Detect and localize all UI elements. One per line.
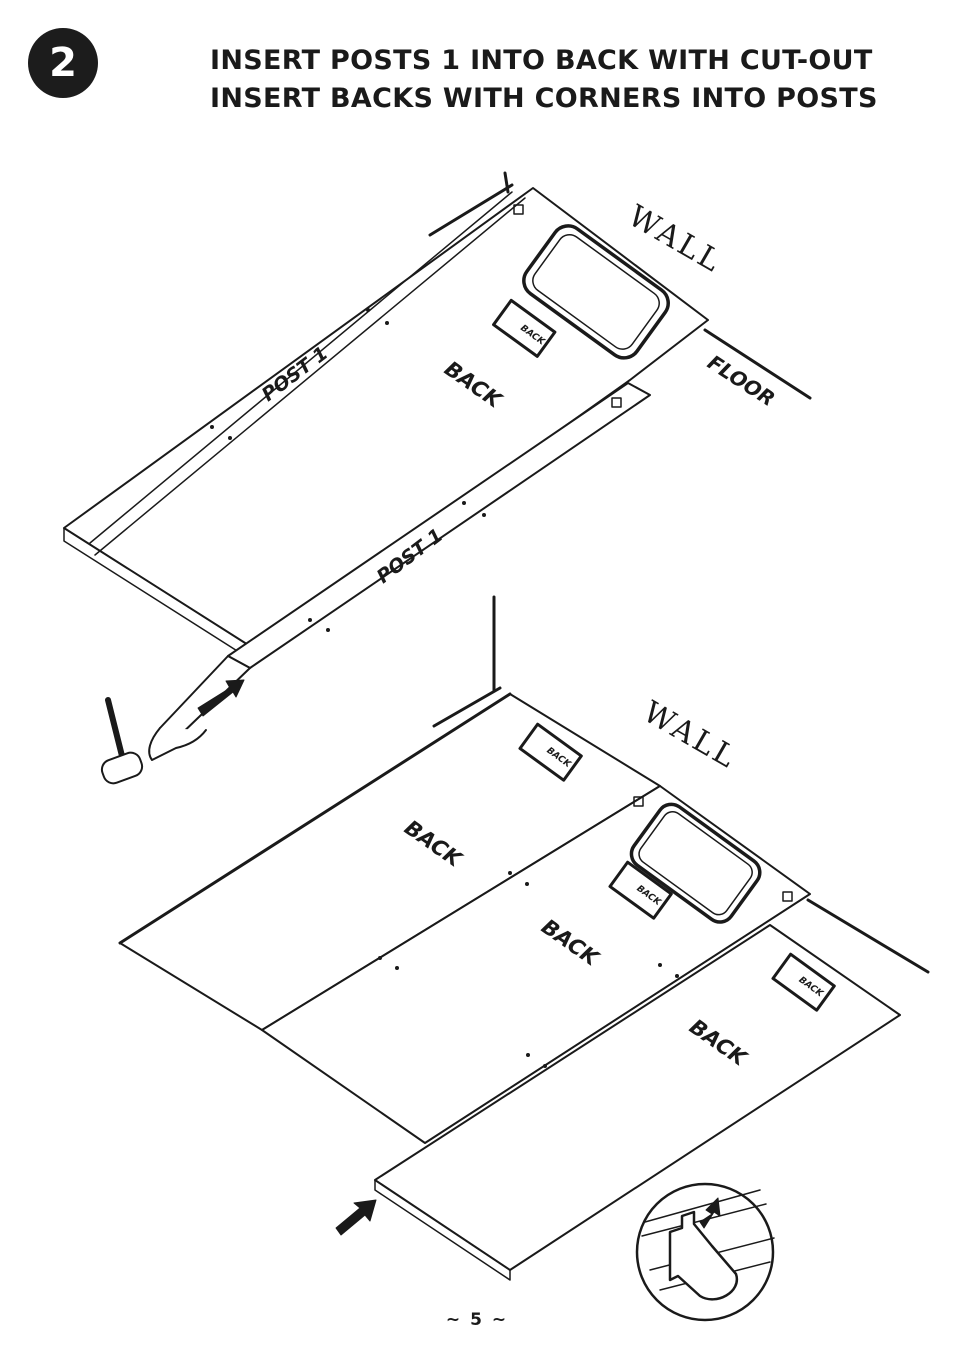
back-sticker-top: BACK <box>492 298 557 358</box>
corner-joint-icon <box>668 1210 739 1301</box>
hole-square <box>633 796 644 807</box>
bottom-diagram: BACK BACK BACK <box>118 595 930 1322</box>
screw-hole <box>482 513 486 517</box>
screw-hole <box>378 956 382 960</box>
top-diagram: BACK <box>63 171 812 785</box>
back-sticker-right: BACK <box>771 952 836 1012</box>
screw-hole <box>326 628 330 632</box>
post1-upper-edge <box>89 191 513 544</box>
back-sticker-left: BACK <box>518 722 583 782</box>
floor-line-top <box>703 328 812 400</box>
floor-line-bottom <box>806 898 930 974</box>
hand-icon <box>148 727 207 761</box>
detail-magnifier <box>635 1182 775 1322</box>
post-left <box>118 692 512 945</box>
screw-hole <box>210 425 214 429</box>
screw-hole <box>508 871 512 875</box>
back-sticker-middle: BACK <box>608 860 673 920</box>
insert-arrow-icon <box>197 679 245 717</box>
screw-hole <box>675 974 679 978</box>
post1-lower-end <box>159 655 251 741</box>
screw-hole <box>366 308 370 312</box>
screw-hole <box>462 501 466 505</box>
mallet-head-icon <box>100 751 144 785</box>
hole-square <box>611 397 622 408</box>
joint-line <box>424 893 811 1144</box>
post1-upper-inner <box>94 197 526 556</box>
up-arrow-icon <box>699 1197 721 1229</box>
instruction-title: INSERT POSTS 1 INTO BACK WITH CUT-OUT IN… <box>210 42 878 118</box>
joint-line <box>261 785 661 1031</box>
cutout-window <box>522 224 670 360</box>
screw-hole <box>395 966 399 970</box>
mallet-handle-icon <box>105 697 126 763</box>
title-line-1: INSERT POSTS 1 INTO BACK WITH CUT-OUT <box>210 45 873 76</box>
screw-hole <box>658 963 662 967</box>
wall-line-top <box>428 183 514 237</box>
page-number: ~ 5 ~ <box>445 1310 509 1330</box>
hole-square <box>782 891 793 902</box>
floor-label-top: FLOOR <box>703 350 779 411</box>
screw-hole <box>526 1053 530 1057</box>
step-number: 2 <box>49 40 77 86</box>
cutout-window-bottom <box>629 802 762 924</box>
back-panel-right-edge <box>374 1179 511 1281</box>
step-number-badge: 2 <box>28 28 98 98</box>
screw-hole <box>525 882 529 886</box>
title-line-2: INSERT BACKS WITH CORNERS INTO POSTS <box>210 83 878 114</box>
screw-hole <box>228 436 232 440</box>
screw-hole <box>385 321 389 325</box>
screw-hole <box>308 618 312 622</box>
wall-corner-top <box>503 171 510 194</box>
hole-square <box>513 204 524 215</box>
push-arrow-icon <box>335 1199 377 1236</box>
wall-line-bottom <box>432 686 502 728</box>
screw-hole <box>543 1064 547 1068</box>
wall-label-bottom: WALL <box>637 695 744 777</box>
